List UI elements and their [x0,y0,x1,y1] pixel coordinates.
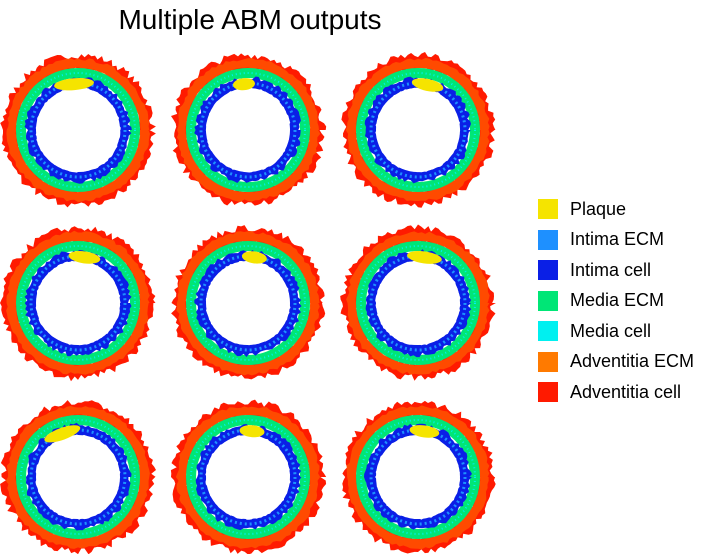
legend-swatch-media-cell [538,321,558,342]
media-cell-speckle [20,419,136,535]
legend-swatch-media-ecm [538,290,558,311]
legend-label-plaque: Plaque [570,198,627,219]
legend-item-intima-cell: Intima cell [538,255,694,286]
media-cell-speckle [190,419,306,535]
plaque [54,77,94,91]
plaque [409,425,440,438]
plaque [68,251,101,264]
vessel-panel-4 [0,226,156,382]
legend-item-plaque: Plaque [538,194,694,225]
vessel-panel-2 [171,53,327,206]
legend-label-intima-ecm: Intima ECM [570,229,665,250]
legend: Plaque Intima ECM Intima cell Media ECM … [538,194,694,408]
media-cell-speckle [190,245,306,361]
lumen [376,261,460,345]
legend-item-adventitia-ecm: Adventitia ECM [538,347,694,378]
vessel-panel-6 [340,224,496,381]
lumen [206,435,290,519]
lumen [36,261,120,345]
lumen [206,261,290,345]
lumen [376,88,460,172]
legend-label-media-ecm: Media ECM [570,290,665,311]
plaque [44,425,81,443]
legend-label-intima-cell: Intima cell [570,259,652,280]
plaque [239,425,265,438]
legend-swatch-adventitia-ecm [538,351,558,372]
legend-item-intima-ecm: Intima ECM [538,225,694,256]
legend-label-adventitia-ecm: Adventitia ECM [570,351,695,372]
legend-label-adventitia-cell: Adventitia cell [570,381,682,402]
media-cell-speckle [360,72,476,188]
legend-item-media-ecm: Media ECM [538,286,694,317]
vessel-panel-9 [342,400,496,554]
legend-swatch-intima-ecm [538,229,558,250]
lumen [36,435,120,519]
media-cell-speckle [20,245,136,361]
vessel-panel-1 [0,54,156,208]
legend-swatch-adventitia-cell [538,382,558,403]
vessel-panel-3 [341,52,496,208]
legend-swatch-intima-cell [538,260,558,281]
vessel-panel-7 [0,400,156,554]
vessel-panel-5 [171,225,326,380]
legend-item-adventitia-cell: Adventitia cell [538,377,694,408]
plaque [411,78,444,92]
media-cell-speckle [360,419,476,535]
abm-output-grid [0,52,496,554]
lumen [206,88,290,172]
lumen [376,435,460,519]
legend-item-media-cell: Media cell [538,316,694,347]
plaque [241,251,267,264]
media-cell-speckle [190,72,306,188]
legend-label-media-cell: Media cell [570,320,652,341]
legend-swatch-plaque [538,199,558,220]
plaque [233,78,255,91]
lumen [36,88,120,172]
plaque [407,250,442,264]
media-cell-speckle [20,72,136,188]
media-cell-speckle [360,245,476,361]
vessel-panel-8 [170,399,327,554]
figure-title: Multiple ABM outputs [118,4,382,35]
